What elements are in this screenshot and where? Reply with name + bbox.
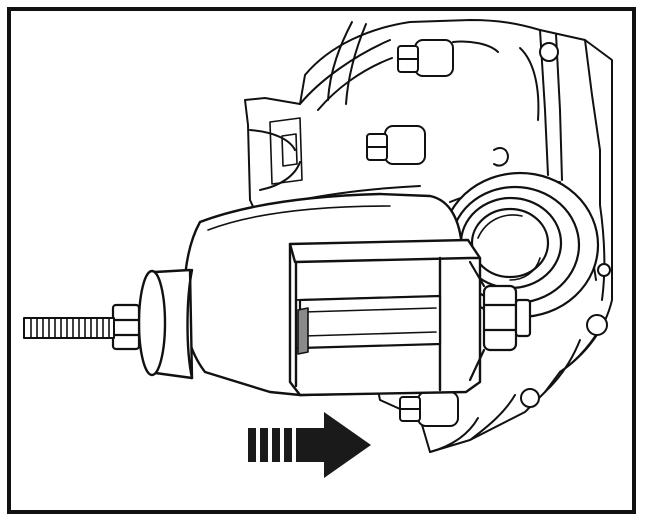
housing-bolt-lower <box>399 391 459 427</box>
forcing-screw-head <box>111 303 141 351</box>
housing-stud-right <box>520 42 611 408</box>
housing-bolt-upper <box>397 39 499 77</box>
puller-end-cap <box>137 268 194 380</box>
spacer-insert <box>297 307 309 355</box>
puller-slot <box>297 294 442 355</box>
push-direction-arrow-icon <box>248 412 371 478</box>
threaded-rod <box>23 317 115 339</box>
puller-nut <box>468 260 532 382</box>
housing-bolt-middle <box>366 125 426 165</box>
